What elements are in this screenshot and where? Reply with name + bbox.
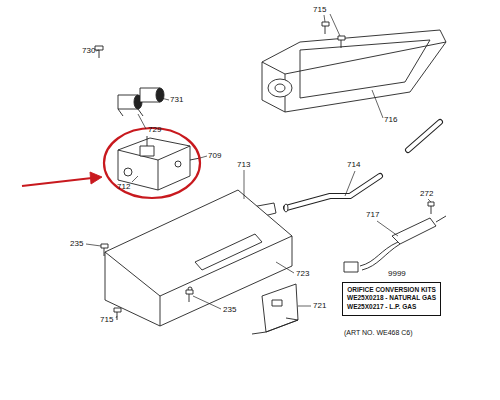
note-heading: ORIFICE CONVERSION KITS bbox=[347, 286, 436, 294]
screw bbox=[101, 244, 193, 320]
small-bracket bbox=[252, 284, 298, 334]
kit-part-number: WE25X0218 - NATURAL GAS bbox=[347, 294, 436, 302]
callout-number: 235 bbox=[70, 240, 83, 248]
callout-number: 272 bbox=[420, 190, 433, 198]
valve-coils bbox=[118, 88, 164, 116]
callout-number: 709 bbox=[208, 152, 221, 160]
callout-number: 235 bbox=[223, 306, 236, 314]
parts-note-box: ORIFICE CONVERSION KITSWE25X0218 - NATUR… bbox=[342, 282, 441, 316]
callout-number: 731 bbox=[170, 96, 183, 104]
callout-number: 714 bbox=[347, 161, 360, 169]
gas-tube bbox=[284, 176, 380, 212]
highlight-circle bbox=[104, 128, 200, 198]
callout-number: 730 bbox=[82, 47, 95, 55]
callout-number: 716 bbox=[384, 116, 397, 124]
callout-number: 721 bbox=[313, 302, 326, 310]
callout-number: 715 bbox=[100, 316, 113, 324]
gas-valve bbox=[118, 136, 200, 190]
callout-number: 729 bbox=[148, 126, 161, 134]
screw bbox=[95, 46, 103, 58]
screw bbox=[322, 22, 345, 48]
kit-part-number: WE25X0217 - L.P. GAS bbox=[347, 303, 436, 311]
callout-number: 723 bbox=[296, 270, 309, 278]
pointer-arrow bbox=[22, 172, 102, 186]
burner bbox=[262, 30, 446, 112]
callout-number: 713 bbox=[237, 161, 250, 169]
callout-number: 717 bbox=[366, 211, 379, 219]
leader-lines bbox=[86, 14, 431, 318]
igniter bbox=[344, 202, 446, 272]
pipe bbox=[408, 122, 440, 150]
callout-number: 715 bbox=[313, 6, 326, 14]
callout-number: 712 bbox=[117, 183, 130, 191]
art-number: (ART NO. WE468 C6) bbox=[344, 329, 413, 336]
callout-number: 9999 bbox=[388, 270, 406, 278]
